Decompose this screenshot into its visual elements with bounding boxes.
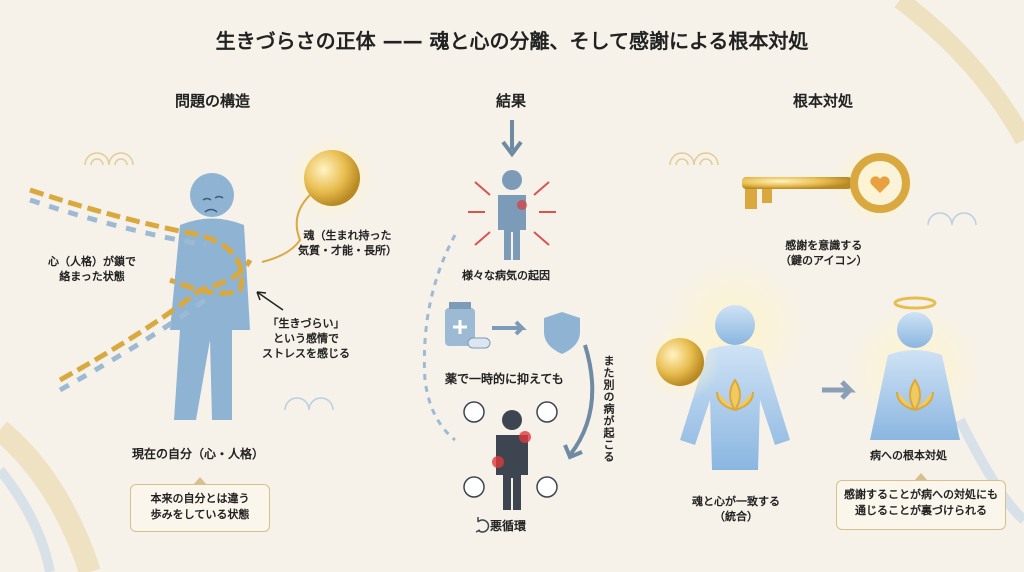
key-label: 感謝を意識する （鍵のアイコン） [780, 238, 867, 268]
key-label-line: （鍵のアイコン） [780, 254, 868, 267]
soul-label-line: 気質・才能・長所） [298, 244, 397, 257]
feeling-label-line: 「生きづらい」 [267, 317, 345, 330]
callout-line: 本来の自分とは違う [150, 492, 250, 505]
seigaiha-pattern [84, 152, 977, 411]
callout-line: 感謝することが病への対処にも [844, 488, 998, 501]
chain-label-line: 心（人格）が鎖で [48, 255, 136, 268]
heading-solution: 根本対処 [793, 92, 854, 110]
root-treatment-label: 病への根本対処 [870, 449, 947, 462]
callout-line: 歩みをしている状態 [150, 508, 250, 521]
feeling-label-line: ストレスを感じる [262, 347, 350, 360]
unity-label-line: （統合） [714, 510, 758, 523]
down-arrow-icon [501, 120, 523, 158]
radiating-arrows-icon [468, 181, 556, 246]
current-self-label: 現在の自分（心・人格） [132, 447, 265, 461]
cycle-label: 悪循環 [490, 519, 527, 533]
heading-problem: 問題の構造 [175, 92, 251, 110]
symptom-bubble-icons [463, 401, 558, 498]
soul-orb-icon [261, 133, 377, 263]
page-title: 生きづらさの正体 —— 魂と心の分離、そして感謝による根本対処 [215, 29, 809, 53]
sick-person-figure [498, 170, 527, 260]
unity-label: 魂と心が一致する （統合） [692, 494, 780, 524]
feeling-label: 「生きづらい」 という感情で ストレスを感じる [262, 316, 350, 361]
right-arrow-icon [492, 320, 527, 336]
curved-arrow-icon [563, 344, 595, 460]
chained-person-figure [170, 173, 250, 420]
chain-cycle-icon [422, 234, 457, 442]
decorative-swirl [0, 466, 55, 572]
medicine-bottle-icon [445, 302, 491, 349]
key-label-line: 感謝を意識する [785, 239, 863, 252]
shield-icon [544, 312, 580, 354]
disease-label: 様々な病気の起因 [462, 269, 550, 282]
soul-orb-icon [640, 322, 720, 402]
callout-line: 通じることが裏づけられる [855, 504, 987, 517]
soul-label: 魂（生まれ持った 気質・才能・長所） [298, 228, 397, 258]
decorative-swirl [894, 0, 1024, 145]
cycle-icon [475, 517, 490, 533]
heading-result: 結果 [496, 92, 527, 110]
feeling-label-line: という感情で [273, 332, 339, 345]
decorative-swirl [0, 421, 101, 572]
chain-icon [29, 187, 253, 393]
medicine-label: 薬で一時的に抑えても [445, 372, 564, 386]
dark-person-figure [492, 410, 531, 510]
pointer-arrow-icon [256, 291, 284, 311]
problem-callout: 本来の自分とは違う 歩みをしている状態 [130, 477, 270, 532]
recur-label: また別の病が起こる [602, 355, 615, 463]
haloed-person-figure [845, 296, 985, 440]
key-icon [742, 138, 920, 228]
soul-label-line: 魂（生まれ持った [303, 229, 392, 242]
solution-callout: 感謝することが病への対処にも 通じることが裏づけられる [836, 473, 1006, 530]
chain-label-line: 絡まった状態 [59, 270, 125, 283]
right-arrow-icon [822, 380, 857, 400]
chain-label: 心（人格）が鎖で 絡まった状態 [48, 254, 136, 284]
unity-label-line: 魂と心が一致する [692, 495, 780, 508]
